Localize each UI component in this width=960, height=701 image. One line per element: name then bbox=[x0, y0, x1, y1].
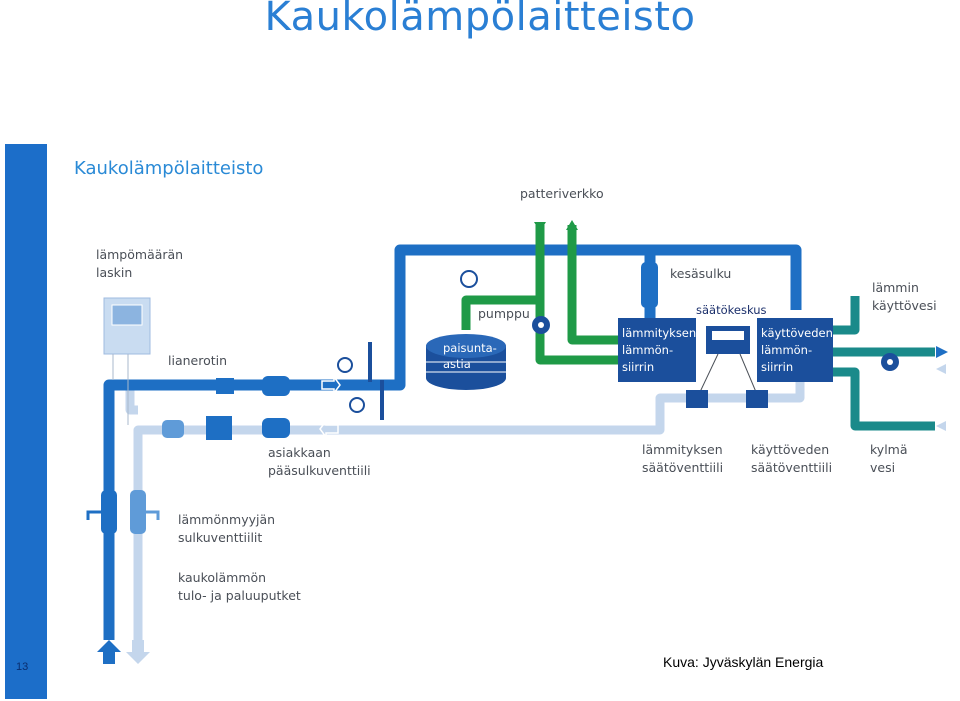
summer-valve-label: kesäsulku bbox=[670, 266, 731, 281]
heating-exchanger-label-1: lämmityksen bbox=[622, 326, 696, 340]
hot-water-label-1: lämmin bbox=[872, 280, 919, 295]
pump-label: pumppu bbox=[478, 306, 530, 321]
water-heat-exchanger bbox=[757, 318, 833, 382]
hot-water-label-2: käyttövesi bbox=[872, 298, 937, 313]
seller-valves-label-2: sulkuventtiilit bbox=[178, 530, 262, 545]
water-exchanger-label-3: siirrin bbox=[761, 360, 793, 374]
controller-unit bbox=[686, 326, 768, 408]
diagram-title: Kaukolämpölaitteisto bbox=[74, 158, 263, 179]
water-valve-label-2: säätöventtiili bbox=[751, 460, 832, 475]
radiator-arrow-down bbox=[534, 222, 546, 232]
hot-water-arrow bbox=[936, 346, 948, 358]
heating-valve-label-2: säätöventtiili bbox=[642, 460, 723, 475]
circulation-pump bbox=[532, 316, 899, 371]
radiator-arrow-up bbox=[566, 220, 578, 230]
cold-water-arrow bbox=[936, 421, 946, 431]
radiator-network-label: patteriverkko bbox=[520, 186, 604, 201]
water-exchanger-label-1: käyttöveden bbox=[761, 326, 833, 340]
expansion-tank-label-1: paisunta- bbox=[443, 341, 497, 355]
pipes-label-2: tulo- ja paluuputket bbox=[178, 588, 301, 603]
heating-exchanger-label-3: siirrin bbox=[622, 360, 654, 374]
heat-meter-label-2: laskin bbox=[96, 265, 132, 280]
water-exchanger-label-2: lämmön- bbox=[761, 343, 812, 357]
seller-valves-label-1: lämmönmyyjän bbox=[178, 512, 275, 527]
hot-water-pipes bbox=[832, 296, 935, 431]
controller-label: säätökeskus bbox=[696, 303, 767, 317]
heating-valve-label-1: lämmityksen bbox=[642, 442, 723, 457]
side-bar bbox=[5, 144, 47, 699]
cold-water-label-1: kylmä bbox=[870, 442, 908, 457]
supply-arrow bbox=[97, 640, 121, 664]
expansion-tank-label-2: astia bbox=[443, 357, 471, 371]
supply-fittings bbox=[162, 342, 384, 440]
return-arrow bbox=[126, 640, 150, 664]
heating-heat-exchanger bbox=[618, 318, 696, 382]
customer-valve-label-2: pääsulkuventtiili bbox=[268, 463, 371, 478]
seller-valves bbox=[86, 490, 160, 534]
water-valve-label-1: käyttöveden bbox=[751, 442, 829, 457]
cold-water-label-2: vesi bbox=[870, 460, 895, 475]
circulation-arrow bbox=[936, 364, 946, 374]
image-credit: Kuva: Jyväskylän Energia bbox=[663, 654, 824, 670]
customer-valve-label-1: asiakkaan bbox=[268, 445, 331, 460]
heating-exchanger-label-2: lämmön- bbox=[622, 343, 673, 357]
strainer-label: lianerotin bbox=[168, 353, 227, 368]
heat-meter bbox=[103, 297, 151, 425]
slide-title: Kaukolämpölaitteisto bbox=[264, 0, 696, 40]
pipes-label-1: kaukolämmön bbox=[178, 570, 266, 585]
expansion-tank bbox=[426, 270, 506, 390]
summer-valve bbox=[641, 262, 658, 308]
heat-meter-label-1: lämpömäärän bbox=[96, 247, 183, 262]
slide-number: 13 bbox=[16, 661, 29, 673]
